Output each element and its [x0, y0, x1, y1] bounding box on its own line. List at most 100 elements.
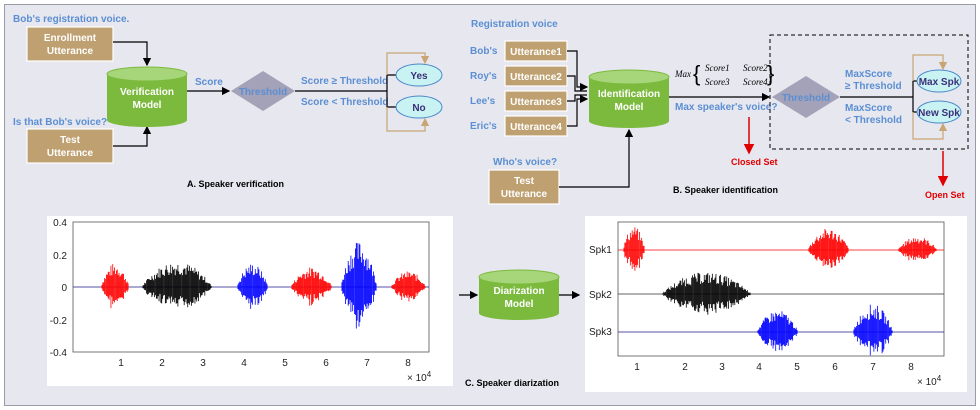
y-tick-neg0.2: -0.2	[50, 316, 68, 327]
diarization-model-line1: Diarization	[493, 286, 544, 297]
max-spk-label: Max Spk	[919, 77, 960, 88]
x-tick-6: 6	[323, 358, 329, 369]
score2-label: Score2	[743, 63, 768, 73]
cond-new-line1: MaxScore	[845, 103, 893, 114]
utt4-arrow	[567, 94, 589, 127]
verification-model-cylinder: Verification Model	[106, 66, 188, 127]
mixed-x-ticks: 1 2 3 4 5 6 7 8	[118, 358, 411, 369]
x-tick-7: 7	[364, 358, 370, 369]
utt2-line	[567, 75, 587, 92]
x-tick-3: 3	[200, 358, 206, 369]
max-spk-branch	[912, 80, 917, 97]
no-feedback-arrow	[386, 107, 430, 132]
right-brace: }	[767, 61, 774, 86]
max-function: Max	[674, 69, 691, 79]
utt1-arrow	[567, 50, 589, 92]
spk3-burst-b	[853, 304, 893, 356]
speaker-name-bob: Bob's	[470, 46, 498, 57]
utterance1-label: Utterance1	[510, 47, 562, 58]
identification-model-cylinder: Identification Model	[588, 69, 670, 128]
x-tick-5: 5	[282, 358, 288, 369]
cond-max-line2: ≥ Threshold	[845, 81, 902, 92]
new-spk-branch	[912, 97, 917, 113]
right-x-multiplier: × 104	[917, 374, 942, 388]
score-label: Score	[195, 77, 223, 88]
verification-threshold-label: Threshold	[239, 87, 287, 98]
mixed-burst-spk3-b	[341, 242, 377, 329]
max-spk-feedback	[912, 54, 948, 81]
figure-panel: Bob's registration voice. Enrollment Utt…	[4, 4, 976, 406]
diarization-caption: C. Speaker diarization	[465, 378, 559, 388]
enroll-arrow	[113, 41, 152, 67]
spk1-burst-a	[623, 227, 645, 271]
yes-feedback-arrow	[386, 52, 430, 75]
spk2-label: Spk2	[589, 290, 612, 301]
id-test-label-line2: Utterance	[501, 189, 548, 200]
figure-canvas: Bob's registration voice. Enrollment Utt…	[13, 14, 969, 392]
score4-label: Score4	[743, 77, 768, 87]
max-question: Max speaker's voice?	[675, 102, 777, 113]
identification-test-utterance-box: Test Utterance	[488, 169, 560, 205]
speaker-diarization-section: 0.4 0.2 0 -0.2 -0.4 1 2 3 4 5 6 7 8 × 10…	[47, 216, 967, 392]
verification-model-line2: Model	[133, 100, 162, 111]
verification-test-utterance-box: Test Utterance	[26, 128, 114, 164]
mixed-waveform-plot: 0.4 0.2 0 -0.2 -0.4 1 2 3 4 5 6 7 8 × 10…	[47, 216, 453, 386]
cond-yes-label: Score ≥ Threshold	[301, 76, 388, 87]
speaker-name-lee: Lee's	[470, 96, 496, 107]
utterance2-label: Utterance2	[510, 72, 562, 83]
r-x-tick-3: 3	[719, 362, 725, 373]
r-x-tick-5: 5	[794, 362, 800, 373]
identification-model-line1: Identification	[598, 89, 660, 100]
cond-no-label: Score < Threshold	[301, 97, 389, 108]
id-threshold-label: Threshold	[782, 93, 830, 104]
spk2-burst	[662, 272, 751, 315]
mixed-burst-spk3-a	[237, 264, 268, 309]
r-x-tick-1: 1	[634, 362, 640, 373]
speaker-row-lee: Lee's Utterance3	[470, 90, 568, 112]
yes-branch	[386, 74, 396, 91]
x-tick-8: 8	[405, 358, 411, 369]
new-spk-feedback	[912, 112, 948, 140]
mixed-burst-spk1-b	[291, 267, 332, 306]
y-tick-0.4: 0.4	[53, 218, 67, 229]
new-spk-label: New Spk	[918, 108, 960, 119]
spk1-label: Spk1	[589, 245, 612, 256]
speaker-name-roy: Roy's	[470, 71, 497, 82]
registration-label: Registration voice	[471, 19, 558, 30]
enrollment-utterance-box: Enrollment Utterance	[26, 26, 114, 62]
speaker-name-eric: Eric's	[470, 121, 497, 132]
no-oval: No	[395, 95, 443, 119]
speaker-identification-section: Registration voice Bob's Utterance1 Roy'…	[470, 19, 969, 205]
test-label-line2: Utterance	[47, 148, 94, 159]
left-brace: {	[693, 61, 700, 86]
new-spk-oval: New Spk	[916, 100, 962, 124]
cond-new-line2: < Threshold	[845, 115, 902, 126]
separated-waveform-plot: Spk1 Spk2 Spk3 1 2 3 4 5 6 7 8 × 104	[585, 216, 967, 392]
test-label-line1: Test	[60, 135, 80, 146]
spk3-label: Spk3	[589, 327, 612, 338]
spk1-burst-c	[898, 238, 937, 261]
closed-set-label: Closed Set	[731, 157, 778, 167]
enroll-question: Bob's registration voice.	[13, 14, 130, 25]
score3-label: Score3	[705, 77, 730, 87]
diarization-model-cylinder: Diarization Model	[478, 269, 560, 320]
utterance4-label: Utterance4	[510, 122, 562, 133]
identification-threshold-diamond: Threshold	[772, 76, 840, 118]
verification-caption: A. Speaker verification	[187, 179, 284, 189]
enrollment-label-line2: Utterance	[47, 46, 94, 57]
speaker-verification-section: Bob's registration voice. Enrollment Utt…	[13, 14, 443, 189]
mixed-burst-spk1-c	[391, 271, 426, 302]
mixed-burst-spk1-a	[101, 264, 129, 309]
x-tick-1: 1	[118, 358, 124, 369]
test-question: Is that Bob's voice?	[13, 117, 107, 128]
yes-oval: Yes	[395, 63, 443, 87]
speaker-row-bob: Bob's Utterance1	[470, 40, 568, 62]
who-question: Who's voice?	[493, 157, 557, 168]
open-set-dashed-box	[769, 34, 969, 150]
y-tick-0.2: 0.2	[53, 251, 67, 262]
open-set-label: Open Set	[925, 190, 965, 200]
x-tick-2: 2	[159, 358, 165, 369]
spk1-burst-b	[808, 228, 849, 268]
id-test-label-line1: Test	[514, 176, 534, 187]
max-spk-oval: Max Spk	[916, 69, 962, 93]
